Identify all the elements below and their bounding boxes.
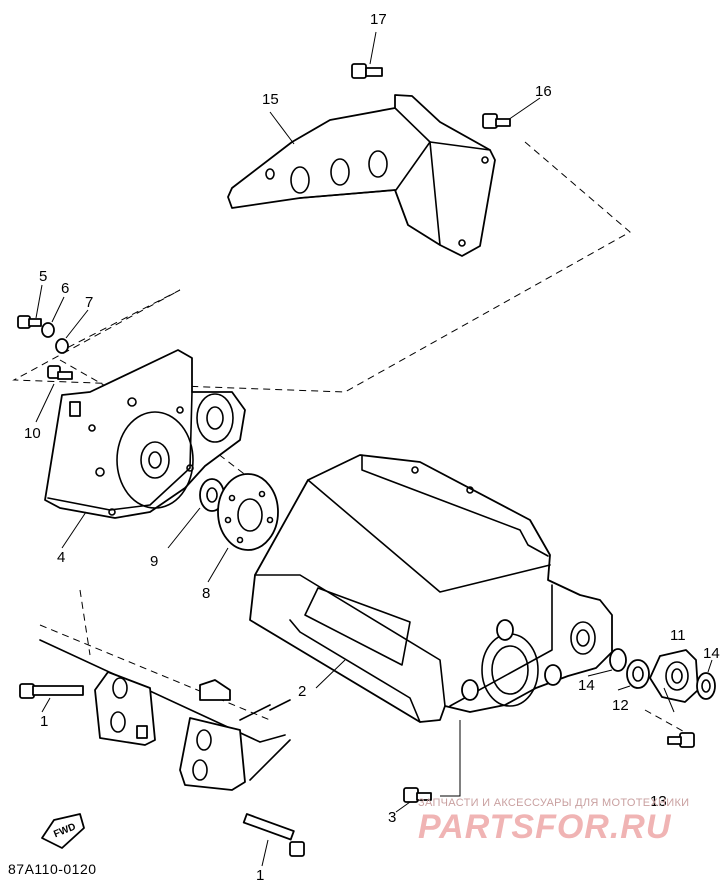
bolt-part-18 (351, 31, 383, 79)
bearing-part-12 (617, 659, 650, 691)
watermark-logo: PARTSFOR.RU (418, 808, 672, 846)
washer-part-14 (587, 648, 627, 677)
drawing-code: 87A110-0120 (8, 861, 97, 877)
fwd-direction-arrow: FWD (41, 813, 85, 849)
long-bolt-part-1-lower (242, 813, 305, 867)
nut-part-7 (55, 309, 89, 354)
callout-16: 15 (262, 91, 279, 108)
part-number-callouts: 17 16 15 5 6 7 10 4 9 8 2 11 14 14 12 13… (24, 11, 720, 884)
callout-14: 14 (578, 677, 595, 694)
flange-part-8 (207, 473, 279, 583)
callout-6: 6 (61, 280, 69, 297)
bolt-part-10 (35, 365, 73, 423)
bearing-housing-part-11 (649, 649, 699, 713)
washer-part-6 (41, 296, 65, 338)
bolt-part-13 (667, 732, 695, 748)
callout-4: 4 (57, 549, 65, 566)
callout-13: 13 (650, 793, 667, 810)
callout-1-lower: 1 (256, 867, 264, 884)
callout-3: 3 (388, 809, 396, 826)
main-housing-part-2 (249, 454, 613, 723)
long-bolt-part-1-upper (19, 683, 84, 713)
bolt-part-5 (17, 284, 43, 329)
callout-2: 2 (298, 683, 306, 700)
callout-15: 14 (703, 645, 720, 662)
bolt-part-17 (482, 97, 541, 129)
callout-18: 17 (370, 11, 387, 28)
callout-9: 9 (150, 553, 158, 570)
callout-7: 7 (85, 294, 93, 311)
upper-bracket-part-16 (227, 94, 496, 257)
bolt-part-3 (395, 720, 461, 813)
callout-5: 5 (39, 268, 47, 285)
callout-10: 10 (24, 425, 41, 442)
callout-17: 16 (535, 83, 552, 100)
watermark: ЗАПЧАСТИ И АКСЕССУАРЫ ДЛЯ МОТОТЕХНИКИ PA… (418, 797, 689, 846)
callout-1-upper: 1 (40, 713, 48, 730)
callout-12: 12 (612, 697, 629, 714)
frame-rails (39, 639, 291, 791)
side-plate-part-4 (44, 349, 246, 519)
callout-11: 11 (670, 627, 686, 644)
seal-part-15 (696, 659, 716, 700)
watermark-caption: ЗАПЧАСТИ И АКСЕССУАРЫ ДЛЯ МОТОТЕХНИКИ (418, 797, 689, 809)
callout-8: 8 (202, 585, 210, 602)
